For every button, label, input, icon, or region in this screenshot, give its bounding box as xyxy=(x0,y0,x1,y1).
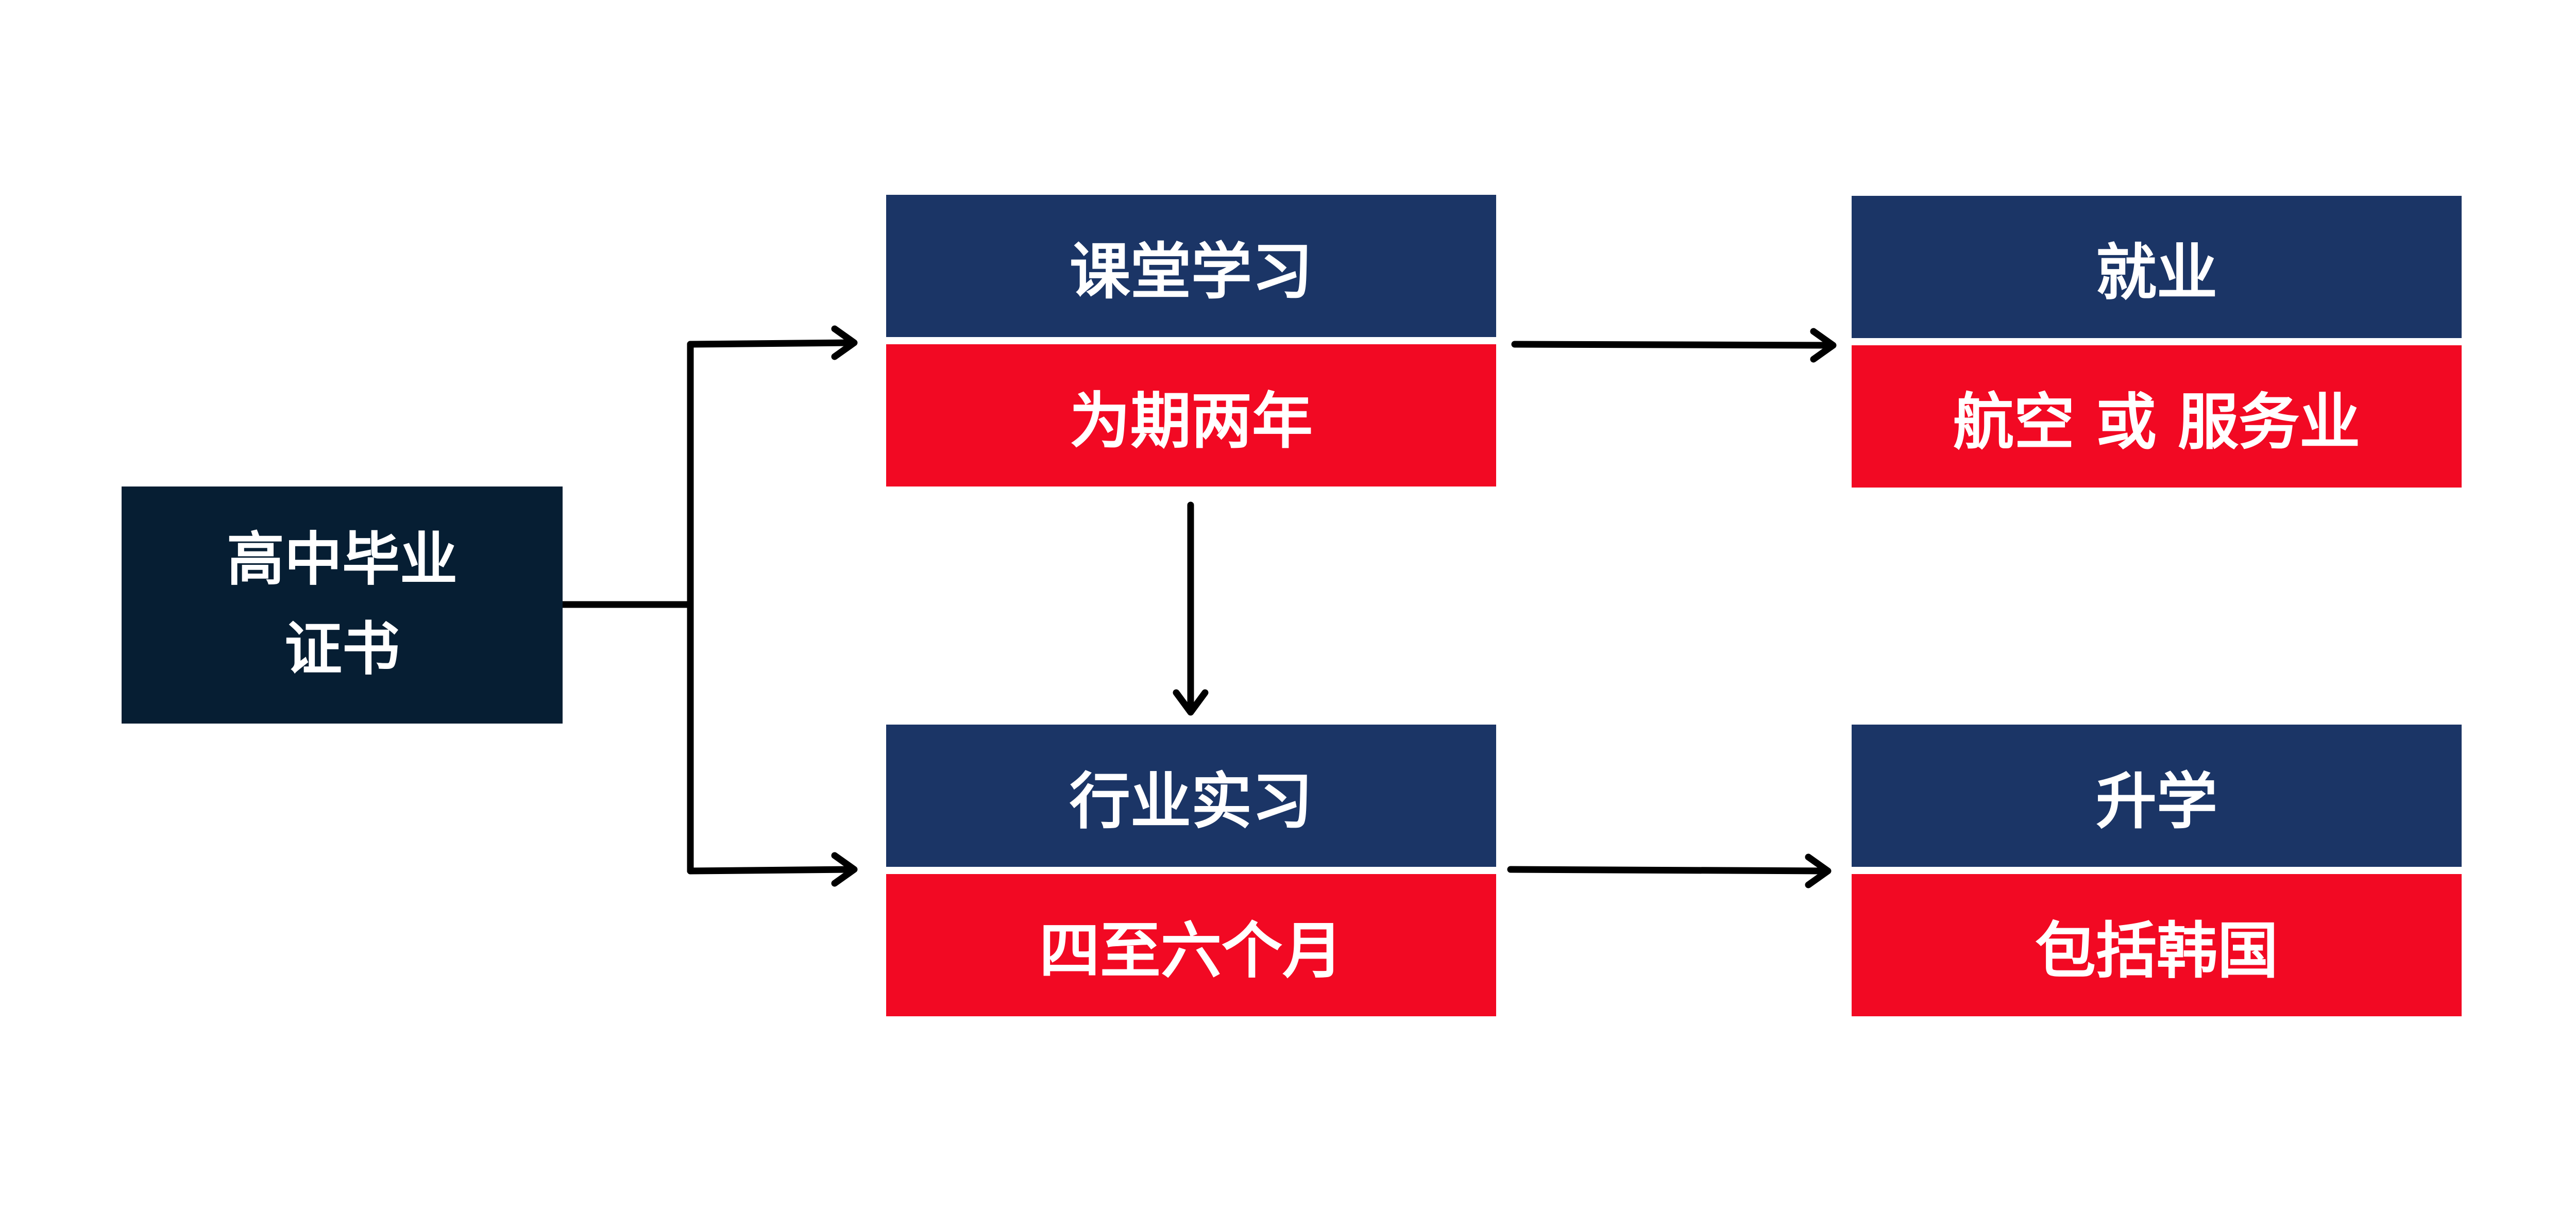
further-study-title-box: 升学 xyxy=(1852,725,2462,867)
employment-title: 就业 xyxy=(2095,237,2217,308)
classroom-title: 课堂学习 xyxy=(1069,236,1313,307)
classroom-title-box: 课堂学习 xyxy=(886,195,1496,337)
start-label-line2: 证书 xyxy=(284,616,400,683)
start-label-line1: 高中毕业 xyxy=(227,526,457,594)
internship-title-box: 行业实习 xyxy=(886,725,1496,867)
employment-detail-box: 航空 或 服务业 xyxy=(1852,345,2462,488)
employment-detail: 航空 或 服务业 xyxy=(1953,386,2361,458)
further-study-detail-box: 包括韩国 xyxy=(1852,874,2462,1016)
start-box-high-school-diploma: 高中毕业 证书 xyxy=(122,486,563,724)
arrowhead-to-employment xyxy=(1810,328,1837,363)
classroom-detail: 为期两年 xyxy=(1069,385,1313,457)
arrow-to-employment xyxy=(1511,341,1835,349)
arrowhead-to-internship xyxy=(831,852,858,887)
employment-title-box: 就业 xyxy=(1852,196,2462,338)
internship-detail-box: 四至六个月 xyxy=(886,874,1496,1016)
internship-detail: 四至六个月 xyxy=(1039,915,1343,986)
further-study-detail: 包括韩国 xyxy=(2035,915,2278,986)
further-study-title: 升学 xyxy=(2095,765,2217,837)
arrowhead-to-classroom xyxy=(831,325,858,360)
arrow-to-classroom xyxy=(687,339,856,348)
arrowhead-to-further-study xyxy=(1805,853,1832,888)
classroom-detail-box: 为期两年 xyxy=(886,344,1496,486)
arrow-to-internship xyxy=(687,866,856,875)
arrowhead-classroom-to-internship xyxy=(1173,689,1209,716)
arrow-to-further-study xyxy=(1507,866,1830,875)
internship-title: 行业实习 xyxy=(1069,765,1313,837)
